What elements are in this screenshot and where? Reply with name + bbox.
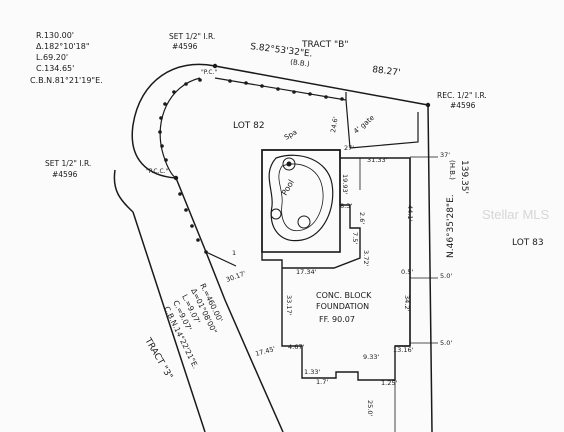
dim-2-6: 2.6' <box>358 212 366 224</box>
fence-dots <box>158 63 431 254</box>
right-boundary <box>427 104 433 432</box>
foundation-line1: CONC. BLOCK <box>316 291 372 300</box>
dim-0-5: 0.5' <box>401 268 413 276</box>
monument-labels: SET 1/2" I.R. #4596 "P.C." SET 1/2" I.R.… <box>45 32 487 179</box>
dim-33-17: 33.17' <box>285 295 293 316</box>
gate-label: 4' gate <box>352 114 376 136</box>
set-ir-top: SET 1/2" I.R. <box>169 32 215 41</box>
dimension-labels: 24.6' 27' 31.33' 37' 19.93' 44.1' 8.3' 2… <box>225 116 452 417</box>
dim-1-33: 1.33' <box>304 368 320 376</box>
dim-1-7: 1.7' <box>316 378 328 386</box>
pcc-left: "P.C.C." <box>146 168 169 175</box>
top-distance: 88.27' <box>372 65 401 78</box>
dim-25-0: 25.0' <box>366 400 374 416</box>
dim-34-2: 34.2' <box>403 295 411 311</box>
curve-boundary <box>131 63 216 179</box>
curve-length: L.69.20' <box>36 53 68 62</box>
right-distance: 139.35' <box>459 160 469 194</box>
tract-b: TRACT "B" <box>301 40 348 50</box>
dim-19-93: 19.93' <box>341 174 349 195</box>
dim-44-1: 44.1' <box>406 205 414 221</box>
floor-elevation: FF. 90.07 <box>319 315 355 324</box>
dim-1: 1 <box>232 249 236 257</box>
dim-37: 37' <box>440 151 450 159</box>
foundation-line2: FOUNDATION <box>316 302 369 311</box>
watermark: Stellar MLS <box>482 207 550 222</box>
curve-chord-bearing: C.B.N.81°21'19"E. <box>30 76 103 85</box>
dim-8-3: 8.3' <box>340 202 352 210</box>
dim-31-33: 31.33' <box>367 156 388 164</box>
top-boundary <box>214 65 429 106</box>
set-ir-left: SET 1/2" I.R. <box>45 159 91 168</box>
fence-lines <box>159 77 419 267</box>
dimension-leaders <box>359 156 438 432</box>
curve-chord: C.134.65' <box>36 64 74 73</box>
boundary-lines <box>113 63 433 432</box>
top-line-labels: TRACT "B" S.82°53'32"E. (B.B.) 88.27' <box>250 40 401 78</box>
pc-top: "P.C." <box>201 69 217 76</box>
dim-5-0a: 5.0' <box>440 272 452 280</box>
lot-83: LOT 83 <box>512 238 544 248</box>
dim-17-34: 17.34' <box>296 268 317 276</box>
curve-radius: R.130.00' <box>36 31 74 40</box>
rec-ir: REC. 1/2" I.R. <box>437 91 487 100</box>
set-ir-left-num: #4596 <box>52 170 78 179</box>
dim-17-45: 17.45' <box>254 345 276 358</box>
pool-label: Pool <box>280 178 296 197</box>
curve-delta: Δ.182°10'18" <box>36 42 90 51</box>
dim-27: 27' <box>344 144 354 152</box>
right-line-labels: 139.35' (H.B.) N.46°35'28"E. <box>446 160 469 258</box>
pool: Pool Spa <box>268 128 334 242</box>
dim-7-5: 7.5' <box>351 232 359 244</box>
left-lot-line <box>175 177 284 432</box>
dim-30-17: 30.17' <box>225 269 247 284</box>
dim-3-72: 3.72' <box>362 250 370 266</box>
dim-4-67: 4.67' <box>288 343 304 351</box>
rec-ir-num: #4596 <box>450 101 476 110</box>
curve-data: R.130.00' Δ.182°10'18" L.69.20' C.134.65… <box>30 31 103 85</box>
spa-label: Spa <box>283 128 298 142</box>
dim-9-33: 9.33' <box>363 353 379 361</box>
pool-enclosure <box>261 149 341 253</box>
area-labels: LOT 82 LOT 83 TRACT "3" CONC. BLOCK FOUN… <box>142 114 544 382</box>
dim-1-25: 1.25' <box>381 379 397 387</box>
tract-3: TRACT "3" <box>142 336 174 382</box>
right-bearing: N.46°35'28"E. <box>446 194 456 258</box>
tract-3-line <box>132 211 206 432</box>
top-basis: (B.B.) <box>290 58 311 68</box>
right-note: (H.B.) <box>448 160 456 180</box>
dim-13-16: 13.16' <box>393 346 414 354</box>
set-ir-top-num: #4596 <box>172 42 198 51</box>
dim-24-6: 24.6' <box>329 116 340 134</box>
outer-curve <box>113 169 134 213</box>
lot-82: LOT 82 <box>233 121 265 131</box>
curve2-data: R.=460.00' Δ=01°08'00" L.=9.07' C.=9.07'… <box>162 282 224 370</box>
dim-5-0b: 5.0' <box>440 339 452 347</box>
